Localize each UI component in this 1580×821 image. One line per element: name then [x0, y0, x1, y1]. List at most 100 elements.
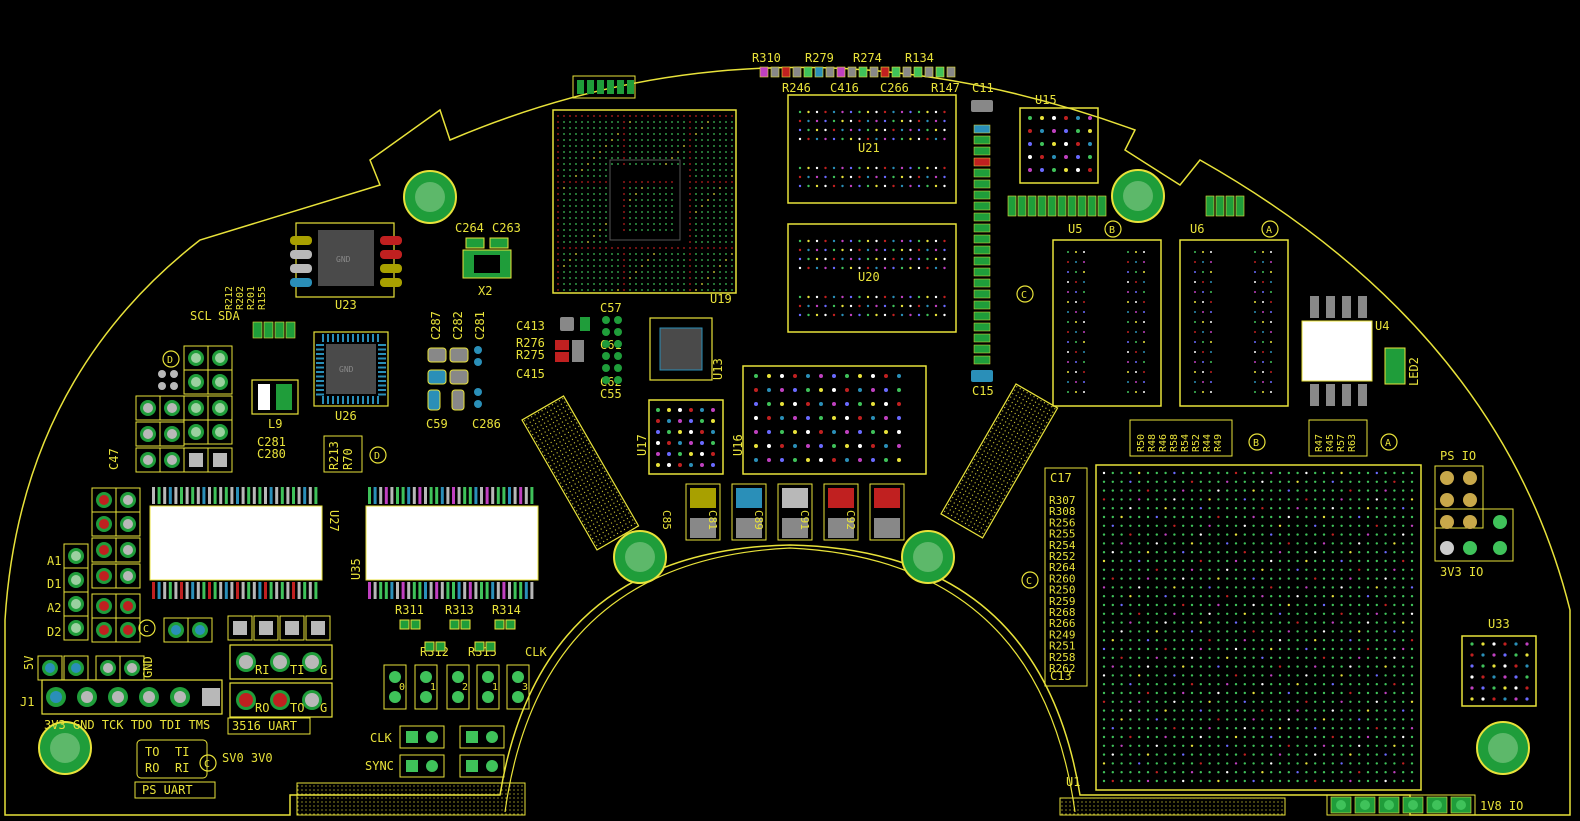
pad-dot: [1470, 697, 1474, 701]
header-1v8-io[interactable]: 1V8 IO: [1326, 794, 1523, 816]
bga-ball: [1111, 656, 1115, 659]
chip-u35[interactable]: U35: [349, 487, 539, 599]
bga-ball: [1384, 507, 1387, 510]
bga-ball: [605, 175, 607, 177]
bga-ball: [671, 205, 673, 207]
bga-ball: [1164, 595, 1167, 598]
bga-ball: [1278, 656, 1282, 659]
bga-ball: [1208, 639, 1211, 642]
header-3516-uart[interactable]: RI TI G RO TO G 3516 UART: [227, 644, 333, 735]
resistor-pad: [474, 641, 485, 652]
pad-dot: [926, 248, 929, 252]
chip-u33[interactable]: U33: [1461, 617, 1537, 707]
bga-ball: [1252, 700, 1255, 703]
pin-hole: [1408, 800, 1418, 810]
bga-ball: [1305, 612, 1308, 615]
chip-pin: [303, 582, 307, 599]
bga-ball: [1393, 744, 1396, 747]
chip-u20[interactable]: U20: [787, 223, 957, 333]
pad-dot: [1127, 331, 1129, 333]
chip-pin: [418, 582, 422, 599]
marker-circle: [138, 619, 156, 637]
header-ps-io[interactable]: PS IO 3V3 IO: [1434, 449, 1514, 579]
chip-u4[interactable]: U4: [1301, 296, 1389, 406]
bga-ball: [623, 283, 625, 285]
bga-ball: [1331, 630, 1335, 633]
inductor-l9: L9 C281 C280: [251, 379, 299, 461]
bga-ball: [1146, 489, 1150, 492]
bga-ball: [1314, 603, 1317, 607]
chip-u23[interactable]: GND U23: [290, 222, 402, 312]
bga-ball: [1173, 779, 1176, 783]
bga-ball: [1358, 779, 1361, 783]
pad-dot: [943, 304, 946, 308]
header-j1[interactable]: J1 3V3 GND TCK TDO TDI TMS: [20, 679, 223, 732]
bga-ball: [1111, 586, 1115, 589]
bga-ball: [731, 229, 733, 231]
chip-u26[interactable]: GND U26: [313, 331, 389, 423]
pad-dot: [1481, 664, 1485, 668]
bga-ball: [581, 247, 583, 249]
chip-u19[interactable]: U19: [552, 109, 737, 306]
chip-u5[interactable]: U5: [1052, 222, 1162, 407]
bga-ball: [1322, 471, 1326, 475]
bga-ball: [1138, 683, 1141, 686]
bga-ball: [707, 181, 709, 183]
cap-pad: [973, 278, 991, 288]
bga-ball: [659, 277, 661, 279]
bga-ball: [1331, 691, 1335, 695]
bga-ball: [1278, 612, 1282, 615]
bga-ball: [1384, 498, 1387, 501]
bga-ball: [1393, 709, 1396, 712]
bga-ball: [665, 247, 667, 249]
pad-dot: [841, 110, 844, 114]
bga-ball: [731, 133, 733, 135]
bga-ball: [635, 181, 637, 183]
bga-ball: [677, 133, 679, 135]
bga-ball: [1111, 683, 1115, 686]
pad-dot: [875, 295, 878, 299]
bga-ball: [1278, 489, 1282, 492]
chip-u16[interactable]: U16: [731, 365, 927, 475]
bga-ball: [1190, 665, 1194, 668]
bga-ball: [617, 259, 619, 261]
bga-ball: [719, 241, 721, 243]
bga-ball: [1164, 515, 1167, 519]
bga-ball: [1182, 542, 1185, 545]
chip-u27[interactable]: U27: [149, 487, 341, 599]
bga-ball: [581, 217, 583, 219]
bga-ball: [1375, 630, 1379, 633]
bga-ball: [701, 115, 703, 117]
chip-u13[interactable]: U13: [649, 317, 725, 381]
pad-dot: [1514, 697, 1518, 701]
pad-dot: [1052, 129, 1056, 133]
bga-ball: [1410, 656, 1414, 659]
pad-dot: [866, 119, 870, 123]
bga-ball: [1287, 551, 1291, 554]
chip-pin: [152, 582, 155, 599]
pad-dot: [1076, 116, 1080, 120]
bga-ball: [1393, 762, 1396, 765]
bga-ball: [1349, 595, 1352, 598]
chip-pin: [368, 487, 371, 504]
chip-u17[interactable]: U17: [635, 399, 724, 475]
chip-u15[interactable]: U15: [1019, 93, 1099, 184]
chip-u6[interactable]: U6: [1179, 222, 1289, 407]
pin-hole: [287, 623, 297, 633]
bga-ball: [665, 277, 667, 279]
bga-ball: [713, 283, 715, 285]
label-c15: C15: [972, 384, 994, 398]
bga-ball: [1217, 744, 1220, 747]
bga-ball: [587, 271, 589, 273]
pad-dot: [1525, 642, 1529, 646]
chip-u21[interactable]: U21: [787, 94, 957, 204]
chip-u1[interactable]: U1: [1066, 464, 1422, 791]
resistor-label: R155: [257, 286, 268, 310]
bga-ball: [1393, 612, 1396, 615]
bga-ball: [1234, 744, 1238, 747]
bga-ball: [1358, 603, 1361, 607]
bga-ball: [593, 151, 595, 153]
bga-ball: [1155, 621, 1159, 624]
bga-ball: [1243, 718, 1247, 721]
bga-ball: [1331, 779, 1335, 783]
